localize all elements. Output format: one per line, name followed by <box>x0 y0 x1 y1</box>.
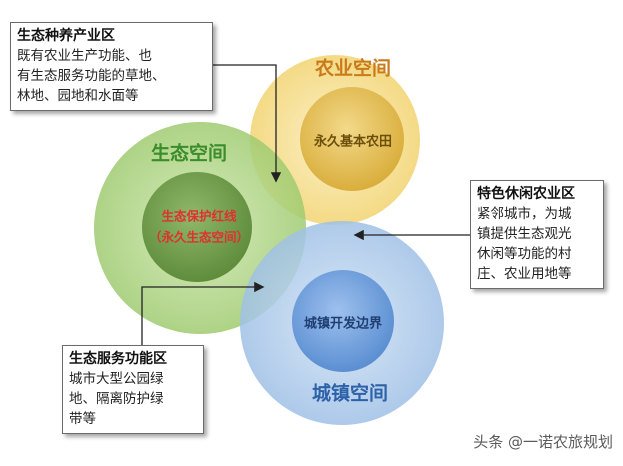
ecological-redline-circle <box>142 172 252 282</box>
urban-space-title: 城镇空间 <box>311 382 389 405</box>
ecological-redline-label: 生态保护红线 <box>161 208 237 224</box>
eco-farming-line-2: 有生态服务功能的草地、 <box>17 68 166 84</box>
eco-farming-line-3: 林地、园地和水面等 <box>17 88 139 104</box>
leisure-agri-line-4: 庄、农业用地等 <box>477 266 572 282</box>
leisure-agri-title: 特色休闲农业区 <box>477 186 575 202</box>
eco-farming-line-1: 既有农业生产功能、也 <box>17 48 152 64</box>
agriculture-space-title: 农业空间 <box>314 57 392 80</box>
ecology-space-title: 生态空间 <box>150 142 228 165</box>
permanent-farmland-label: 永久基本农田 <box>313 134 393 150</box>
urban-boundary-circle <box>292 270 394 372</box>
permanent-farmland-circle <box>300 87 404 191</box>
eco-service-line-1: 城市大型公园绿 <box>69 371 164 387</box>
leisure-agri-callout: 特色休闲农业区 紧邻城市，为城 镇提供生态观光 休闲等功能的村 庄、农业用地等 <box>470 180 604 289</box>
permanent-ecological-space-label: （永久生态空间） <box>148 229 250 245</box>
leisure-agri-line-1: 紧邻城市，为城 <box>477 206 572 222</box>
eco-farming-title: 生态种养产业区 <box>17 28 115 44</box>
leisure-agri-line-3: 休闲等功能的村 <box>477 246 572 262</box>
eco-service-line-3: 带等 <box>69 411 96 427</box>
eco-service-connector <box>141 281 265 345</box>
eco-service-title: 生态服务功能区 <box>69 351 167 367</box>
watermark: 头条 @一诺农旅规划 <box>473 433 613 451</box>
eco-farming-callout: 生态种养产业区 既有农业生产功能、也 有生态服务功能的草地、 林地、园地和水面等 <box>10 22 213 111</box>
eco-service-callout: 生态服务功能区 城市大型公园绿 地、隔离防护绿 带等 <box>62 345 204 434</box>
urban-boundary-label: 城镇开发边界 <box>303 316 383 332</box>
eco-service-line-2: 地、隔离防护绿 <box>69 391 164 407</box>
leisure-agri-line-2: 镇提供生态观光 <box>477 226 572 242</box>
eco-farming-connector <box>213 64 282 183</box>
